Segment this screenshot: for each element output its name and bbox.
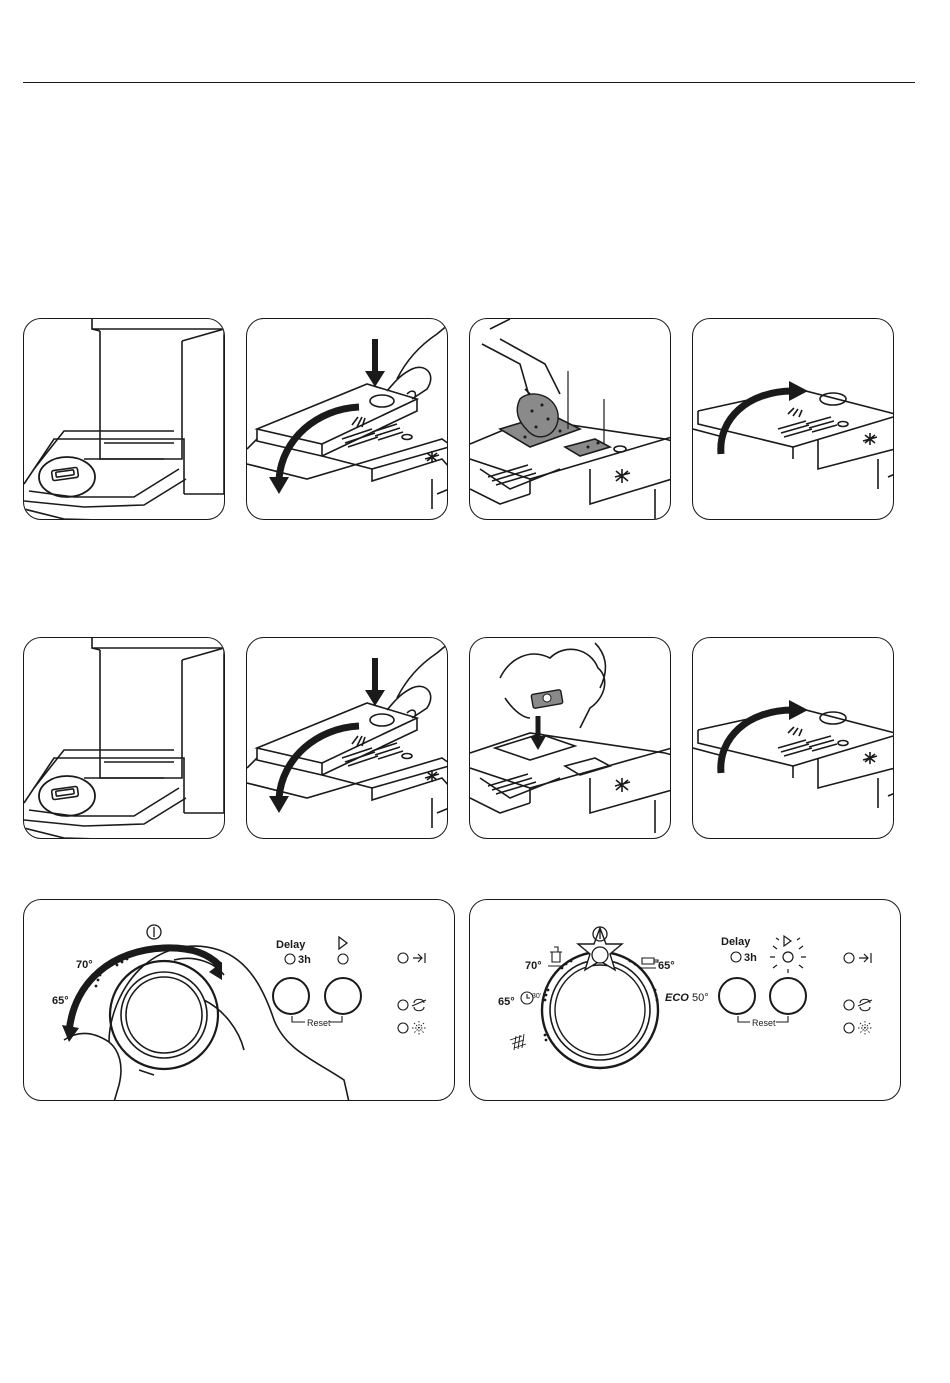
prewash-icon — [510, 1034, 526, 1050]
temp-70-label: 70° — [76, 959, 93, 971]
eco-label: ECO — [665, 992, 689, 1004]
delay-label-right: Delay — [721, 936, 751, 948]
rinse-aid-icon — [412, 1021, 426, 1035]
power-icon — [147, 925, 161, 939]
header-rule — [23, 82, 915, 83]
step-add-detergent-panel — [469, 318, 671, 520]
rinse-aid-icon-right — [858, 1021, 872, 1035]
delay-label: Delay — [276, 939, 306, 951]
cup-icon — [640, 958, 658, 968]
control-panel-program-selected: 30' 70° 65° 65° ECO 50° Delay 3h Reset — [469, 899, 901, 1101]
start-blinking-icon — [770, 936, 806, 973]
delay-3h-label-right: 3h — [744, 952, 757, 964]
step-open-lid-panel-1 — [246, 318, 448, 520]
control-panel-turn-dial: 70° 65° Delay 3h Reset — [23, 899, 455, 1101]
program-dial-right — [542, 952, 658, 1068]
end-indicator — [398, 953, 408, 963]
svg-text:30': 30' — [532, 993, 541, 1000]
start-button[interactable] — [325, 978, 361, 1014]
start-icon — [339, 937, 347, 949]
control-panel-right-illustration: 30' 70° 65° 65° ECO 50° Delay 3h Reset — [470, 900, 901, 1101]
step-open-door-panel-1 — [23, 318, 225, 520]
start-indicator — [338, 954, 348, 964]
reset-label: Reset — [307, 1018, 331, 1028]
delay-button-right[interactable] — [719, 978, 755, 1014]
delay-3h-indicator — [285, 954, 295, 964]
salt-indicator-right — [844, 1000, 854, 1010]
rinse-aid-indicator-right — [844, 1023, 854, 1033]
temp-65-left-label: 65° — [498, 996, 515, 1008]
salt-icon-right — [858, 999, 872, 1011]
power-icon-right — [593, 927, 607, 941]
end-icon — [413, 953, 425, 963]
intensive-pot-icon — [548, 947, 564, 966]
delay-3h-indicator-right — [731, 952, 741, 962]
eco-temp-label: 50° — [692, 992, 709, 1004]
detergent-powder-illustration — [470, 319, 671, 520]
step-close-lid-panel-2 — [692, 637, 894, 839]
reset-label-right: Reset — [752, 1018, 776, 1028]
dispenser-close-lid-illustration — [693, 319, 894, 520]
salt-indicator — [398, 1000, 408, 1010]
step-close-lid-panel-1 — [692, 318, 894, 520]
delay-3h-label: 3h — [298, 954, 311, 966]
dispenser-open-lid-illustration-2 — [247, 638, 448, 839]
dishwasher-open-door-illustration-2 — [24, 638, 225, 839]
step-open-door-panel-2 — [23, 637, 225, 839]
temp-65-right-label: 65° — [658, 960, 675, 972]
start-button-right[interactable] — [770, 978, 806, 1014]
detergent-tablet-illustration — [470, 638, 671, 839]
rinse-aid-indicator — [398, 1023, 408, 1033]
dispenser-open-lid-illustration — [247, 319, 448, 520]
step-open-lid-panel-2 — [246, 637, 448, 839]
dishwasher-open-door-illustration — [24, 319, 225, 520]
temp-65-label: 65° — [52, 995, 69, 1007]
salt-icon — [412, 999, 426, 1011]
control-panel-left-illustration: 70° 65° Delay 3h Reset — [24, 900, 455, 1101]
step-add-tablet-panel — [469, 637, 671, 839]
end-indicator-right — [844, 953, 854, 963]
temp-70-label-right: 70° — [525, 960, 542, 972]
end-icon-right — [859, 953, 871, 963]
delay-button[interactable] — [273, 978, 309, 1014]
dispenser-close-lid-illustration-2 — [693, 638, 894, 839]
